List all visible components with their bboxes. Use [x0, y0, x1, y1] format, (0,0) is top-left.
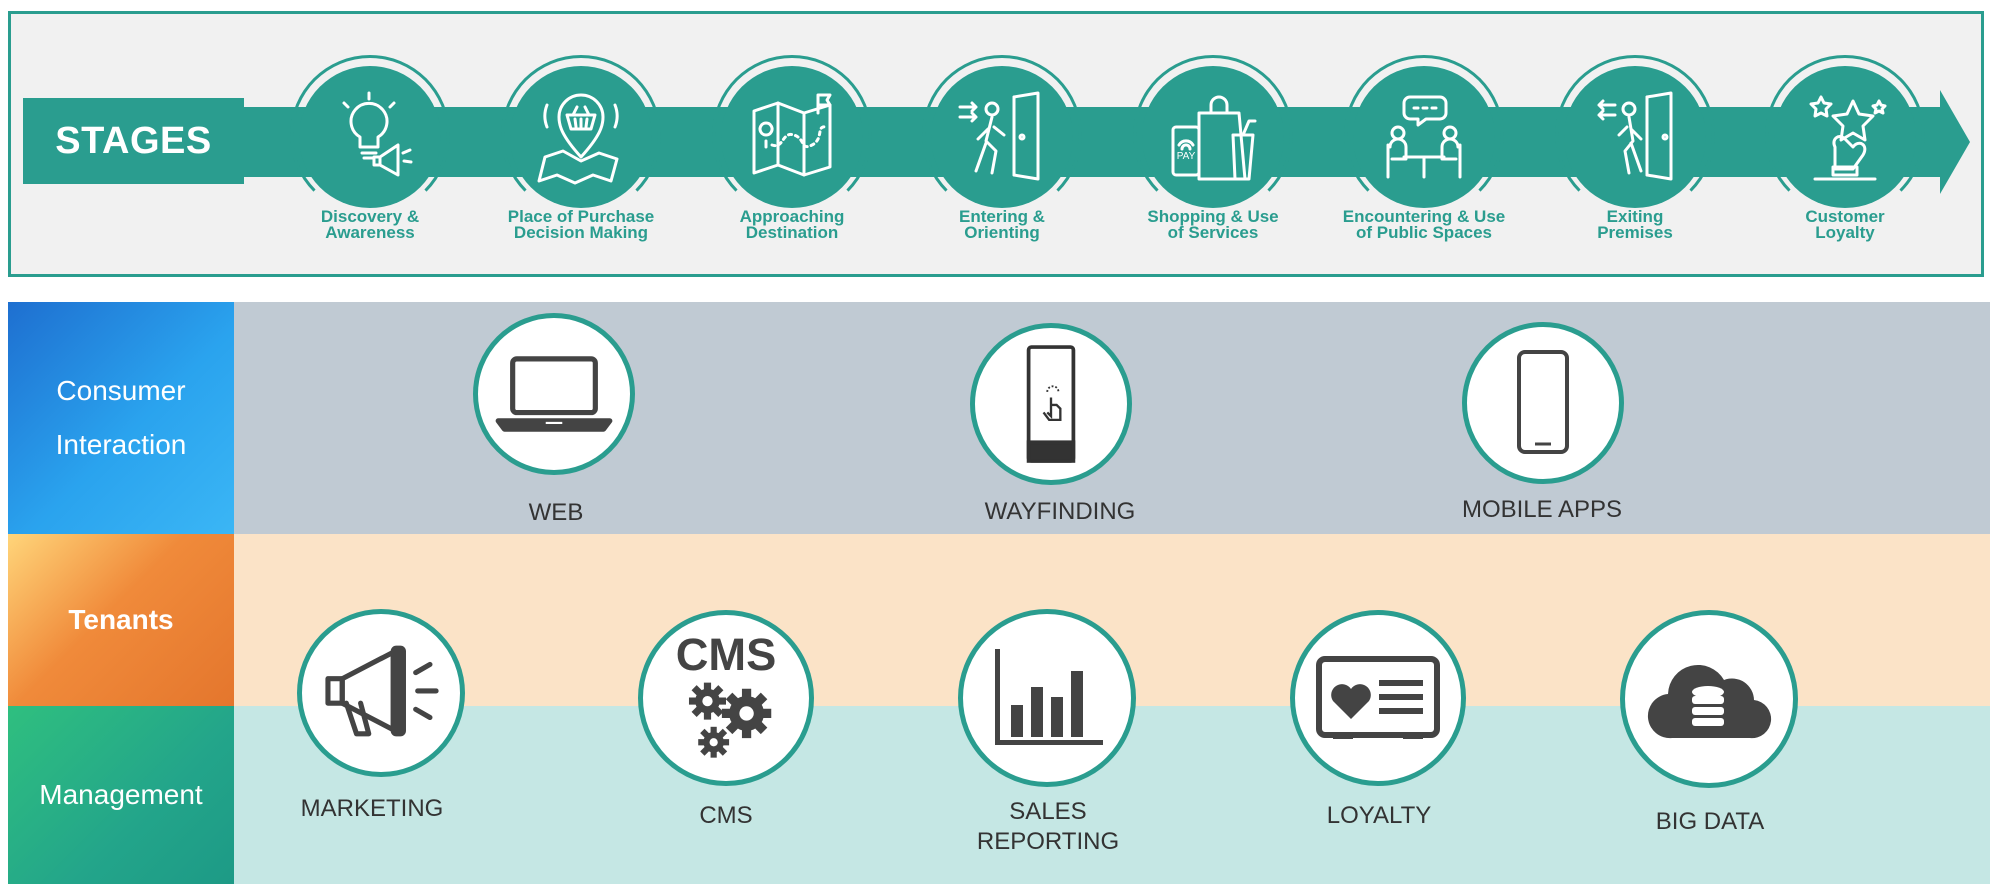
- web-tool: [473, 313, 635, 475]
- wayfinding-label: WAYFINDING: [984, 498, 1136, 525]
- basket-map-pin-icon: [537, 93, 619, 185]
- cms-gears-icon: CMS: [676, 631, 777, 758]
- lightbulb-megaphone-icon: [342, 91, 413, 177]
- loyalty-tool: [1290, 610, 1466, 786]
- stage-label: Customer Loyalty: [1805, 207, 1885, 242]
- marketing-label: MARKETING: [300, 795, 444, 822]
- sales-reporting-tool: [958, 609, 1136, 787]
- stages-title: STAGES: [23, 98, 244, 184]
- wayfinding-tool: [970, 323, 1132, 485]
- laptop-icon: [495, 356, 613, 432]
- map-route-icon: [752, 93, 832, 177]
- hand-star-icon: [1809, 95, 1887, 181]
- row-label-consumer-interaction: Consumer Interaction: [8, 302, 234, 534]
- cms-label: CMS: [699, 802, 753, 829]
- cloud-database-icon: [1647, 664, 1772, 739]
- megaphone-icon: [325, 645, 439, 737]
- shopping-bag-pay-icon: PAY: [1171, 95, 1257, 181]
- people-chatting-icon: [1386, 95, 1462, 179]
- stages-arrow-head: [1940, 90, 1970, 194]
- stage-label: Encountering & Use of Public Spaces: [1342, 207, 1506, 242]
- loyalty-label: LOYALTY: [1326, 802, 1432, 829]
- cms-icon-text: CMS: [676, 631, 777, 680]
- sales-reporting-label: SALES REPORTING: [976, 798, 1120, 855]
- mobile-apps-label: MOBILE APPS: [1461, 496, 1623, 523]
- web-label: WEB: [528, 499, 584, 526]
- smartphone-icon: [1517, 350, 1569, 454]
- stage-label: Exiting Premises: [1597, 207, 1673, 242]
- stage-label: Place of Purchase Decision Making: [507, 207, 655, 242]
- marketing-tool: [297, 609, 465, 777]
- person-exiting-door-icon: [1597, 91, 1673, 181]
- wayfinding-kiosk-icon: [1026, 345, 1076, 463]
- bar-chart-icon: [995, 649, 1103, 745]
- cms-tool: CMS: [638, 610, 814, 786]
- big-data-label: BIG DATA: [1655, 808, 1765, 835]
- big-data-tool: [1620, 610, 1798, 788]
- row-label-management: Management: [8, 706, 234, 884]
- stage-label: Approaching Destination: [739, 207, 845, 242]
- loyalty-card-heart-icon: [1316, 656, 1440, 739]
- person-entering-door-icon: [958, 91, 1040, 181]
- svg-text:PAY: PAY: [1177, 151, 1196, 162]
- stage-label: Discovery & Awareness: [320, 207, 420, 242]
- stage-label: Shopping & Use of Services: [1147, 207, 1279, 242]
- mobile-apps-tool: [1462, 322, 1624, 484]
- stage-label: Entering & Orienting: [959, 207, 1045, 242]
- row-label-tenants: Tenants: [8, 534, 234, 706]
